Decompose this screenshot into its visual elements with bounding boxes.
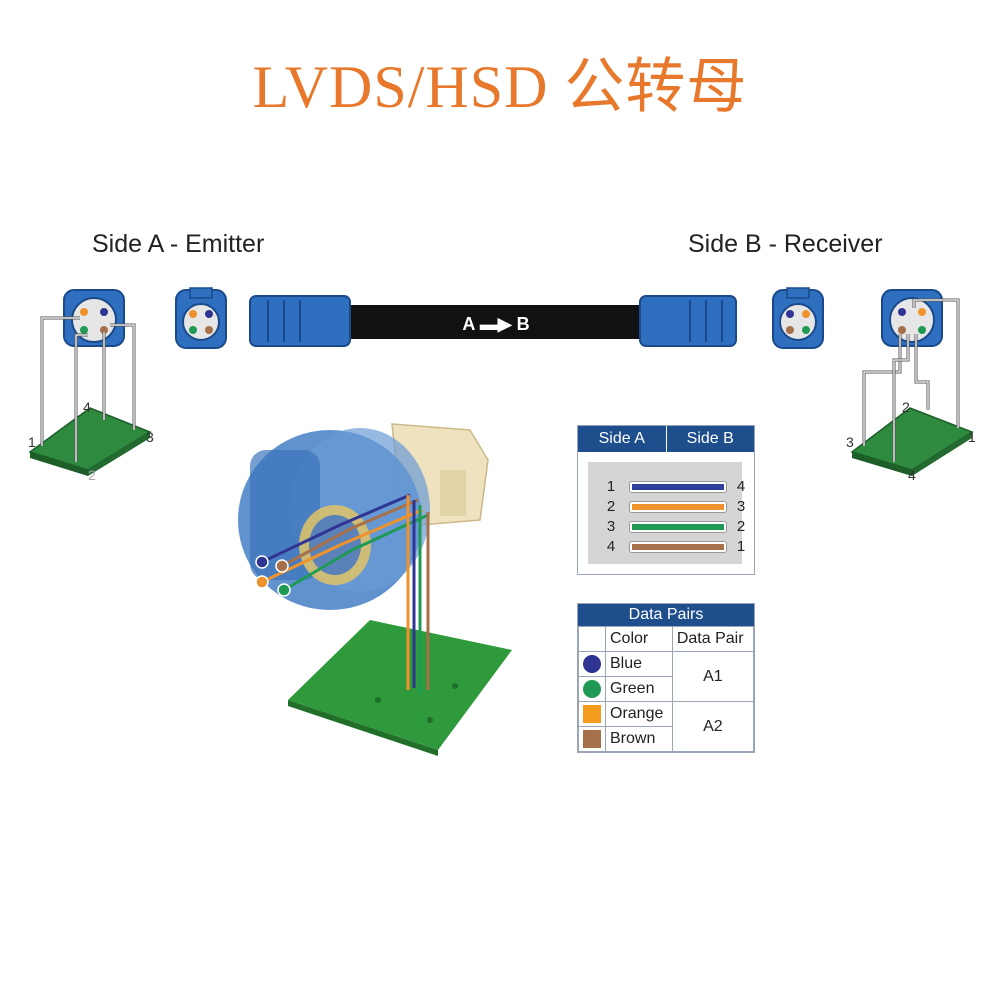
side-a-pcb-diagram: 1 2 3 4 xyxy=(28,289,154,483)
side-a-face-icon xyxy=(175,287,227,349)
data-pairs-col-pair: Data Pair xyxy=(671,626,755,652)
pin-map-wire-1 xyxy=(630,482,726,492)
blue-swatch xyxy=(583,654,601,673)
side-b-pin-3-label: 3 xyxy=(846,434,854,450)
data-pairs-pair-a1: A1 xyxy=(671,651,755,702)
data-pairs-title: Data Pairs xyxy=(578,604,754,626)
data-pairs-color-blue: Blue xyxy=(605,651,673,677)
side-b-pin-2-label: 2 xyxy=(902,399,910,415)
data-pairs-pair-a2: A2 xyxy=(671,701,755,752)
orange-swatch xyxy=(583,704,601,723)
pin-map-b-3: 2 xyxy=(736,518,746,535)
side-a-pin-2-label: 2 xyxy=(88,467,96,483)
pin-map-header-side-a: Side A xyxy=(598,430,645,447)
pin-map-wire-4 xyxy=(630,542,726,552)
pin-map-wire-2 xyxy=(630,502,726,512)
side-a-label: Side A - Emitter xyxy=(92,230,265,258)
pin-map-a-2: 2 xyxy=(606,498,616,515)
side-a-pcb-edge xyxy=(30,452,88,476)
page-title: LVDS/HSD 公转母 xyxy=(252,54,748,120)
side-b-face-icon xyxy=(772,287,824,349)
pin-map-b-1: 4 xyxy=(736,478,746,495)
side-b-label: Side B - Receiver xyxy=(688,230,883,258)
pin-map-header-side-b: Side B xyxy=(665,426,755,452)
data-pairs-col-color: Color xyxy=(605,626,673,652)
cable-direction-label: A ▬▶ B xyxy=(462,314,529,334)
side-b-pin-1-label: 1 xyxy=(968,429,976,445)
pin-map-a-1: 1 xyxy=(606,478,616,495)
cable-plug-right xyxy=(639,295,737,347)
data-pairs-table: Data Pairs Color Data Pair Blue A1 Green… xyxy=(577,603,755,753)
pin-map-body: 1 2 3 4 4 3 2 1 xyxy=(588,462,745,564)
pin-map-a-3: 3 xyxy=(606,518,616,535)
pin-map-a-4: 4 xyxy=(606,538,616,555)
side-b-pcb-diagram: 1 2 3 4 xyxy=(846,289,976,483)
pin-map-wire-3 xyxy=(630,522,726,532)
data-pairs-color-green: Green xyxy=(605,676,673,702)
pin-map-b-2: 3 xyxy=(736,498,746,515)
data-pairs-color-orange: Orange xyxy=(605,701,673,727)
brown-swatch xyxy=(583,729,601,748)
side-a-pin-1-label: 1 xyxy=(28,434,36,450)
cable-body xyxy=(340,305,650,339)
pin-map-table: Side A Side B 1 2 3 4 4 3 2 1 xyxy=(577,425,755,575)
side-a-pin-3-label: 3 xyxy=(146,429,154,445)
connector-3d-illustration xyxy=(238,423,512,756)
data-pairs-color-brown: Brown xyxy=(605,726,673,752)
pin-map-b-4: 1 xyxy=(736,538,746,555)
side-b-pin-4-label: 4 xyxy=(908,467,916,483)
side-a-pin-4-label: 4 xyxy=(83,399,91,415)
pin-map-header: Side A Side B xyxy=(578,426,754,452)
large-pcb-board xyxy=(288,620,512,750)
green-swatch xyxy=(583,679,601,698)
cable-assembly: A ▬▶ B xyxy=(249,295,737,347)
